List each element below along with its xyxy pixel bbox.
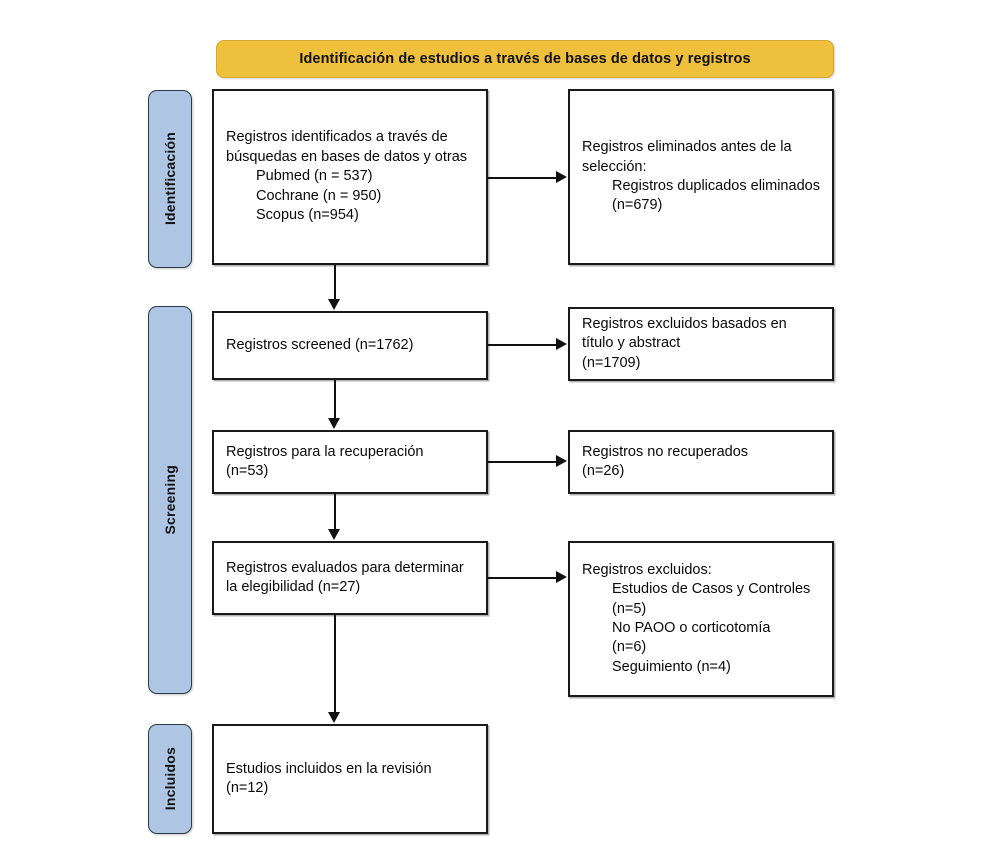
connector-identified-to-screened [334, 265, 336, 301]
node-records-assessed-eligibility: Registros evaluados para determinar la e… [212, 541, 488, 615]
node-records-for-retrieval-text: Registros para la recuperación (n=53) [226, 443, 424, 479]
node-records-identified-label: Registros identificados a través de búsq… [226, 129, 468, 165]
diagram-title-banner: Identificación de estudios a través de b… [216, 40, 834, 78]
connector-retrieval-to-eligibility [334, 494, 336, 530]
node-studies-included-text: Estudios incluidos en la revisión (n=12) [226, 760, 432, 796]
arrow-down-icon [328, 529, 340, 540]
arrow-right-icon [556, 171, 567, 183]
diagram-title-text: Identificación de estudios a través de b… [299, 51, 751, 67]
stage-label-incluidos-text: Incluidos [162, 747, 178, 811]
node-records-excluded-reasons-text: Registros excluidos: Estudios de Casos y… [582, 541, 820, 696]
node-records-identified-sources: Pubmed (n = 537) Cochrane (n = 950) Scop… [256, 168, 382, 224]
arrow-down-icon [328, 299, 340, 310]
stage-label-identificacion-text: Identificación [162, 132, 178, 226]
connector-identified-to-removed [488, 177, 557, 179]
node-records-screened-text: Registros screened (n=1762) [226, 336, 414, 353]
node-records-screened: Registros screened (n=1762) [212, 311, 488, 380]
node-records-excluded-reasons-detail: Estudios de Casos y Controles (n=5) No P… [612, 581, 811, 675]
arrow-down-icon [328, 712, 340, 723]
connector-eligibility-to-included [334, 615, 336, 713]
node-records-removed-detail: Registros duplicados eliminados (n=679) [612, 178, 820, 214]
node-records-identified: Registros identificados a través de búsq… [212, 89, 488, 265]
node-studies-included: Estudios incluidos en la revisión (n=12) [212, 724, 488, 834]
stage-label-screening: Screening [148, 306, 192, 694]
node-records-for-retrieval: Registros para la recuperación (n=53) [212, 430, 488, 494]
stage-label-screening-text: Screening [162, 465, 178, 535]
node-records-not-retrieved: Registros no recuperados (n=26) [568, 430, 834, 494]
connector-screened-to-retrieval [334, 380, 336, 419]
connector-eligibility-to-excluded [488, 577, 557, 579]
stage-label-identificacion: Identificación [148, 90, 192, 268]
node-records-removed-label: Registros eliminados antes de la selecci… [582, 139, 792, 175]
connector-retrieval-to-notretrieved [488, 461, 557, 463]
node-records-excluded-title-abstract-text: Registros excluidos basados en título y … [582, 315, 787, 371]
node-records-excluded-title-abstract: Registros excluidos basados en título y … [568, 307, 834, 381]
arrow-right-icon [556, 455, 567, 467]
node-records-removed-text: Registros eliminados antes de la selecci… [582, 119, 820, 236]
node-records-removed: Registros eliminados antes de la selecci… [568, 89, 834, 265]
node-records-identified-text: Registros identificados a través de búsq… [226, 109, 474, 245]
node-records-assessed-eligibility-text: Registros evaluados para determinar la e… [226, 559, 464, 595]
node-records-not-retrieved-text: Registros no recuperados (n=26) [582, 443, 749, 479]
connector-screened-to-excluded [488, 344, 557, 346]
arrow-right-icon [556, 571, 567, 583]
stage-label-incluidos: Incluidos [148, 724, 192, 834]
arrow-down-icon [328, 418, 340, 429]
node-records-excluded-reasons-label: Registros excluidos: [582, 561, 712, 578]
node-records-excluded-reasons: Registros excluidos: Estudios de Casos y… [568, 541, 834, 697]
arrow-right-icon [556, 338, 567, 350]
